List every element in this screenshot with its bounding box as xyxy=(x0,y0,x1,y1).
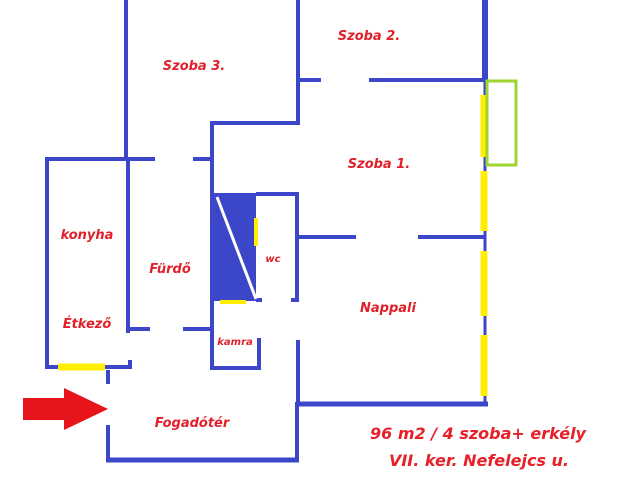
caption-line-2: VII. ker. Nefelejcs u. xyxy=(389,451,569,470)
room-label-etkezo: Étkező xyxy=(63,316,112,332)
room-label-furdo: Fürdő xyxy=(149,262,191,277)
room-label-szoba1: Szoba 1. xyxy=(348,157,410,172)
windows xyxy=(58,95,488,396)
balcony xyxy=(485,79,518,167)
room-label-szoba3: Szoba 3. xyxy=(163,59,225,74)
shaft xyxy=(211,193,258,301)
room-label-kamra: kamra xyxy=(217,337,253,348)
entrance-arrow-icon xyxy=(23,388,108,430)
caption-line-1: 96 m2 / 4 szoba+ erkély xyxy=(370,424,587,443)
room-label-fogadoter: Fogadótér xyxy=(155,416,231,431)
room-label-szoba2: Szoba 2. xyxy=(338,29,400,44)
room-label-nappali: Nappali xyxy=(360,301,416,316)
room-label-wc: wc xyxy=(265,254,280,265)
room-label-konyha: konyha xyxy=(61,228,114,243)
